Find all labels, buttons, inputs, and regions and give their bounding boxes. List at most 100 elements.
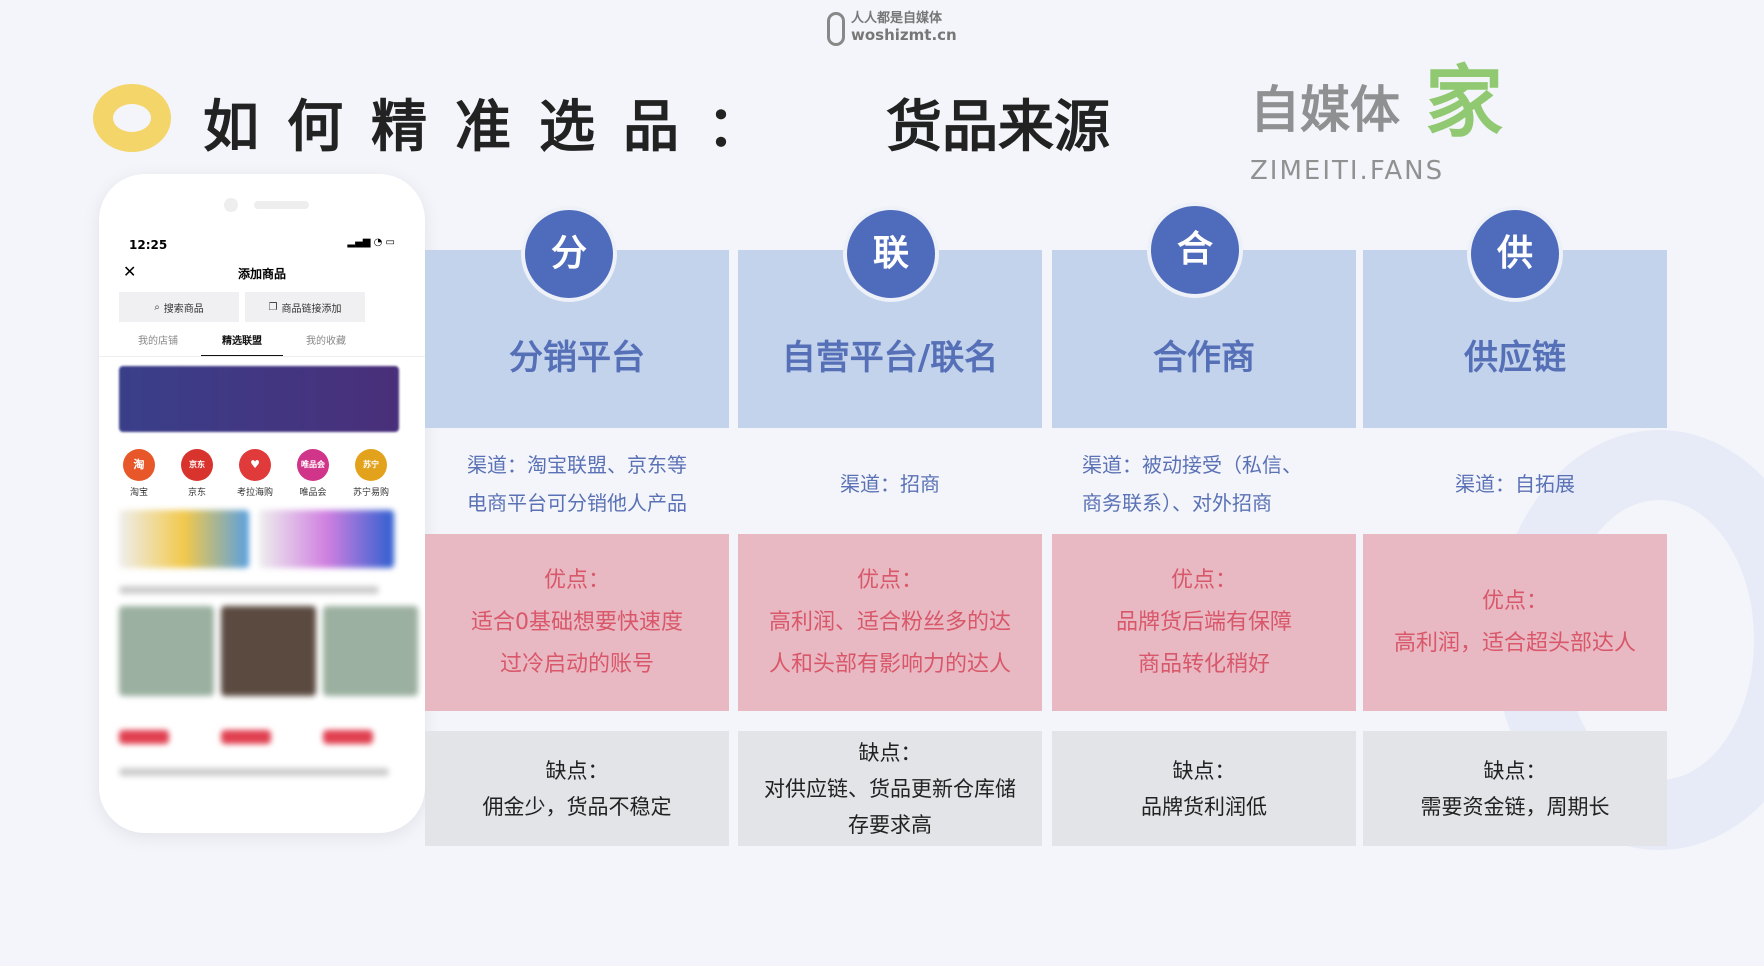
phone-mockup: 12:25 ▂▄▆ ◔ ▭ ✕ 添加商品 ⌕搜索商品 ❐商品链接添加 我的店铺 … xyxy=(99,174,425,833)
shop-jd[interactable]: 京东京东 xyxy=(169,449,225,498)
pros-label: 优点： xyxy=(1170,567,1237,593)
pros-line: 高利润、适合粉丝多的达 xyxy=(768,609,1011,635)
channel-line: 商务联系）、对外招商 xyxy=(1082,491,1272,515)
pros-box: 优点： 品牌货后端有保障商品转化稍好 xyxy=(1052,534,1356,711)
cons-label: 缺点： xyxy=(858,740,922,765)
channel-text: 渠道：被动接受（私信、商务联系）、对外招商 xyxy=(1052,439,1356,529)
promo-banner[interactable] xyxy=(119,366,399,432)
status-time: 12:25 xyxy=(129,238,168,252)
watermark-en: ZIMEITI.FANS xyxy=(1250,156,1445,186)
tab-divider xyxy=(99,356,425,357)
channel-line: 渠道：自拓展 xyxy=(1455,472,1575,496)
shop-kaola[interactable]: ♥ 考拉海购 xyxy=(227,449,283,498)
shop-vip[interactable]: 唯品会唯品会 xyxy=(285,449,341,498)
channel-line: 渠道：淘宝联盟、京东等 xyxy=(467,453,687,477)
channel-line: 电商平台可分销他人产品 xyxy=(467,491,687,515)
pros-label: 优点： xyxy=(1481,588,1548,614)
tab-my-store[interactable]: 我的店铺 xyxy=(138,336,178,347)
vip-icon: 唯品会 xyxy=(297,449,329,481)
shop-taobao[interactable]: 淘淘宝 xyxy=(111,449,167,498)
card-title: 自营平台/联名 xyxy=(781,338,999,378)
card-title: 分销平台 xyxy=(509,338,645,378)
link-label: 商品链接添加 xyxy=(281,303,342,315)
cons-label: 缺点： xyxy=(1172,758,1236,783)
tab-selected-alliance[interactable]: 精选联盟 xyxy=(201,332,283,357)
speaker-icon xyxy=(254,201,309,209)
pros-line: 品牌货后端有保障 xyxy=(1115,609,1292,635)
pros-label: 优点： xyxy=(856,567,923,593)
cons-line: 存要求高 xyxy=(848,812,932,837)
camera-icon xyxy=(224,198,238,212)
search-label: 搜索商品 xyxy=(163,303,204,315)
logo-text-en: woshizmt.cn xyxy=(851,26,957,44)
badge-self-operated: 联 xyxy=(843,206,939,302)
channel-line: 渠道：被动接受（私信、 xyxy=(1082,453,1302,477)
tab-favorites[interactable]: 我的收藏 xyxy=(306,336,346,347)
buy-button[interactable] xyxy=(221,730,271,744)
pros-line: 过冷启动的账号 xyxy=(499,651,654,677)
shop-label: 京东 xyxy=(187,488,206,498)
cons-box: 缺点： 需要资金链，周期长 xyxy=(1363,731,1667,846)
shop-suning[interactable]: 苏宁苏宁易购 xyxy=(343,449,399,498)
buy-button[interactable] xyxy=(323,730,373,744)
product-image[interactable] xyxy=(119,606,214,696)
page-subtitle: 货品来源 xyxy=(886,95,1110,160)
promo-card[interactable] xyxy=(259,510,394,568)
shop-label: 淘宝 xyxy=(129,488,148,498)
pros-box: 优点： 高利润，适合超头部达人 xyxy=(1363,534,1667,711)
brand-logo: 人人都是自媒体 woshizmt.cn xyxy=(825,10,975,52)
shop-label: 考拉海购 xyxy=(236,488,273,498)
product-image[interactable] xyxy=(221,606,316,696)
cons-box: 缺点： 对供应链、货品更新仓库储存要求高 xyxy=(738,731,1042,846)
watermark-logo: 自媒体 家 ZIMEITI.FANS xyxy=(1250,58,1580,193)
pros-line: 适合0基础想要快速度 xyxy=(471,609,683,635)
search-icon: ⌕ xyxy=(154,301,160,313)
close-icon[interactable]: ✕ xyxy=(123,262,137,281)
taobao-icon: 淘 xyxy=(123,449,155,481)
cons-line: 需要资金链，周期长 xyxy=(1420,794,1610,819)
product-image[interactable] xyxy=(323,606,418,696)
cons-line: 对供应链、货品更新仓库储 xyxy=(764,776,1016,801)
cons-label: 缺点： xyxy=(1483,758,1547,783)
copy-icon: ❐ xyxy=(268,301,278,313)
badge-partner: 合 xyxy=(1147,202,1243,298)
channel-text: 渠道：淘宝联盟、京东等电商平台可分销他人产品 xyxy=(425,439,729,529)
microphone-icon xyxy=(827,12,845,46)
pros-box: 优点： 高利润、适合粉丝多的达人和头部有影响力的达人 xyxy=(738,534,1042,711)
suning-icon: 苏宁 xyxy=(355,449,387,481)
channel-line: 渠道：招商 xyxy=(840,472,940,496)
cons-box: 缺点： 品牌货利润低 xyxy=(1052,731,1356,846)
add-link-button[interactable]: ❐商品链接添加 xyxy=(245,292,365,322)
promo-card[interactable] xyxy=(119,510,249,568)
pros-line: 商品转化稍好 xyxy=(1137,651,1270,677)
title-ring-icon xyxy=(93,84,171,152)
pros-line: 人和头部有影响力的达人 xyxy=(768,651,1011,677)
pros-box: 优点： 适合0基础想要快速度过冷启动的账号 xyxy=(425,534,729,711)
watermark-jia: 家 xyxy=(1425,58,1504,148)
cons-box: 缺点： 佣金少，货品不稳定 xyxy=(425,731,729,846)
phone-page-title: 添加商品 xyxy=(237,267,286,281)
page-title: 如何精准选品： xyxy=(203,95,791,160)
watermark-cn: 自媒体 xyxy=(1250,81,1400,139)
buy-button[interactable] xyxy=(119,730,169,744)
cons-line: 佣金少，货品不稳定 xyxy=(482,794,672,819)
card-title: 合作商 xyxy=(1153,338,1255,378)
shop-label: 苏宁易购 xyxy=(352,488,389,498)
cons-label: 缺点： xyxy=(545,758,609,783)
channel-text: 渠道：招商 xyxy=(738,439,1042,529)
card-title: 供应链 xyxy=(1464,338,1566,378)
section-header xyxy=(119,586,379,594)
shop-label: 唯品会 xyxy=(299,488,327,498)
pros-line: 高利润，适合超头部达人 xyxy=(1393,630,1636,656)
jd-icon: 京东 xyxy=(181,449,213,481)
logo-text-cn: 人人都是自媒体 xyxy=(851,11,943,26)
cons-line: 品牌货利润低 xyxy=(1141,794,1267,819)
pros-label: 优点： xyxy=(543,567,610,593)
search-products-button[interactable]: ⌕搜索商品 xyxy=(119,292,239,322)
filter-bar xyxy=(119,768,389,776)
badge-distribution: 分 xyxy=(521,206,617,302)
kaola-icon: ♥ xyxy=(239,449,271,481)
badge-supply-chain: 供 xyxy=(1467,206,1563,302)
channel-text: 渠道：自拓展 xyxy=(1363,439,1667,529)
signal-wifi-battery-icon: ▂▄▆ ◔ ▭ xyxy=(347,237,395,248)
